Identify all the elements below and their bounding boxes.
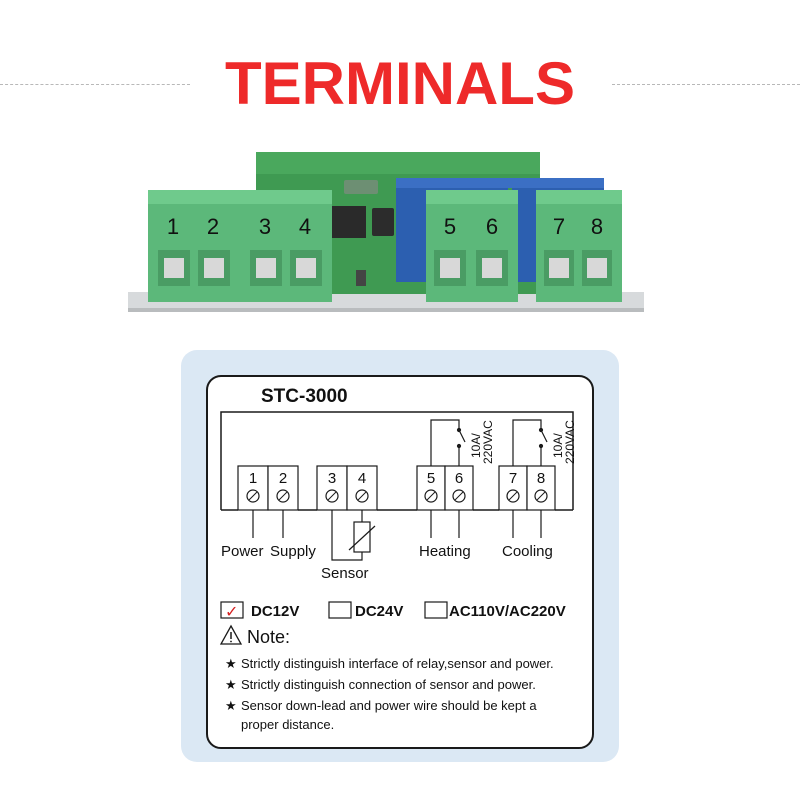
star-icon: ★ (225, 656, 237, 671)
terminal-block-1-2 (148, 190, 246, 302)
supply-label: Supply (270, 543, 316, 560)
photo-terminal-2: 2 (207, 214, 219, 239)
wiring-diagram: STC-3000 1 2 3 4 5 6 7 8 (206, 375, 594, 749)
label-terminal-3: 3 (328, 470, 336, 487)
note-item-3: Sensor down-lead and power wire should b… (241, 698, 537, 713)
chip (332, 206, 366, 238)
label-terminal-7: 7 (509, 470, 517, 487)
dc12v-checkbox (220, 601, 244, 619)
cooling-label: Cooling (502, 543, 553, 560)
dc24v-checkbox (328, 601, 352, 619)
lead-wires (252, 510, 542, 538)
dc12v-label: DC12V (251, 603, 299, 620)
cooling-rating-line2: 220VAC (563, 420, 577, 464)
ac-label: AC110V/AC220V (449, 603, 566, 620)
label-terminal-4: 4 (358, 470, 366, 487)
label-terminal-group-power (237, 465, 299, 511)
label-terminal-group-heating (416, 465, 474, 511)
page-title: TERMINALS (225, 50, 575, 117)
photo-terminal-1: 1 (167, 214, 179, 239)
check-mark-icon: ✓ (225, 602, 238, 621)
label-terminal-5: 5 (427, 470, 435, 487)
sensor-thermistor-symbol (331, 510, 376, 561)
terminal-board-photo: 1 2 3 4 5 6 7 8 (128, 152, 644, 312)
heating-rating-line2: 220VAC (481, 420, 495, 464)
photo-terminal-6: 6 (486, 214, 498, 239)
heating-label: Heating (419, 543, 471, 560)
photo-terminal-5: 5 (444, 214, 456, 239)
power-label: Power (221, 543, 264, 560)
heating-rating-line1: 10A/ (469, 433, 483, 458)
label-panel (206, 375, 594, 749)
cooling-relay-symbol (512, 419, 548, 466)
dc24v-label: DC24V (355, 603, 403, 620)
star-icon: ★ (225, 677, 237, 692)
photo-terminal-7: 7 (553, 214, 565, 239)
ac-checkbox (424, 601, 448, 619)
photo-terminal-8: 8 (591, 214, 603, 239)
label-terminal-1: 1 (249, 470, 257, 487)
note-heading: Note: (247, 627, 290, 647)
label-terminal-group-sensor (316, 465, 378, 511)
cooling-rating-line1: 10A/ (551, 433, 565, 458)
heating-relay-symbol (430, 419, 466, 466)
label-terminal-2: 2 (279, 470, 287, 487)
note-item-1: Strictly distinguish interface of relay,… (241, 656, 554, 671)
terminal-block-5-6 (426, 190, 518, 302)
right-divider (612, 84, 800, 85)
label-terminal-group-cooling (498, 465, 556, 511)
photo-terminal-3: 3 (259, 214, 271, 239)
sensor-label: Sensor (321, 565, 369, 582)
photo-terminal-4: 4 (299, 214, 311, 239)
model-name: STC-3000 (261, 386, 348, 407)
label-terminal-6: 6 (455, 470, 463, 487)
left-divider (0, 84, 190, 85)
note-item-2: Strictly distinguish connection of senso… (241, 677, 536, 692)
terminal-block-3-4 (244, 190, 332, 302)
note-item-3-cont: proper distance. (241, 717, 334, 732)
star-icon: ★ (225, 698, 237, 713)
terminal-block-7-8 (536, 190, 622, 302)
label-terminal-8: 8 (537, 470, 545, 487)
warning-triangle-icon (219, 624, 243, 645)
